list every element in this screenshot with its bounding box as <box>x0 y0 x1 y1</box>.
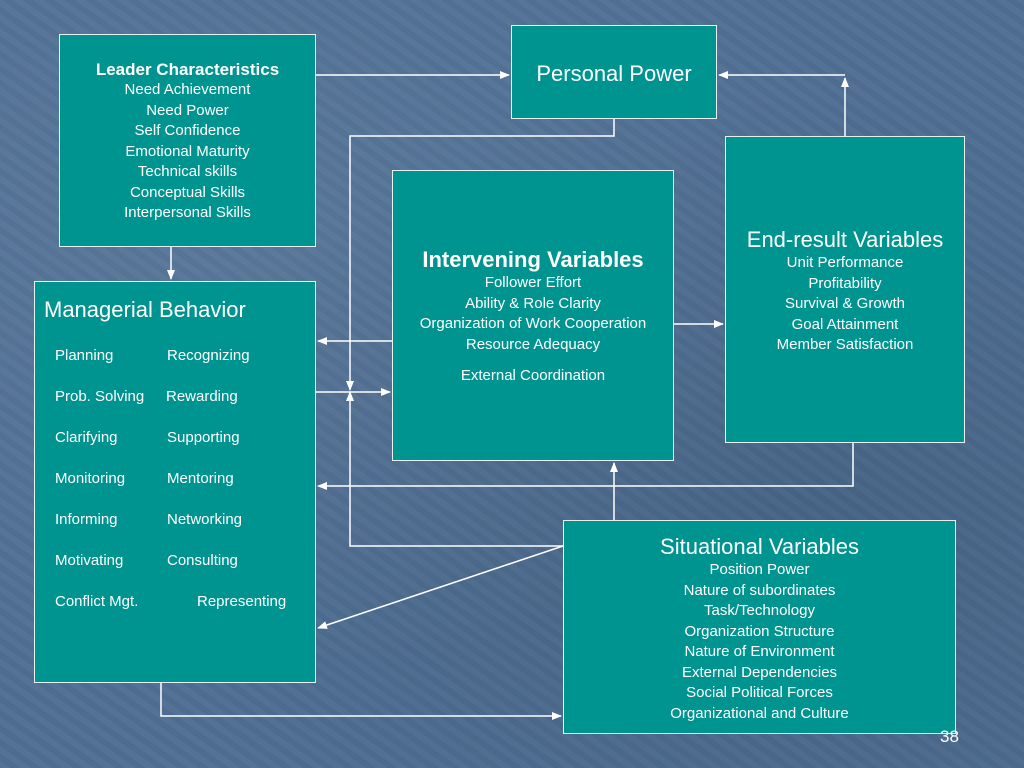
situational-variables-box: Situational Variables Position Power Nat… <box>563 520 956 734</box>
managerial-behavior-item: Motivating <box>55 552 124 569</box>
managerial-behavior-item: Prob. Solving <box>55 388 145 405</box>
arrow-situational-to-managerial-behavior <box>317 545 564 629</box>
situational-item: Nature of subordinates <box>683 581 836 599</box>
managerial-behavior-item: Networking <box>167 511 243 528</box>
managerial-behavior-item: Planning <box>55 347 114 364</box>
managerial-behavior-box: Managerial Behavior Planning Recognizing… <box>34 281 316 683</box>
intervening-item: Resource Adequacy <box>465 335 601 353</box>
arrow-managerial-to-situational <box>160 683 562 720</box>
managerial-behavior-item: Representing <box>197 593 287 610</box>
personal-power-title: Personal Power <box>536 61 692 86</box>
end-result-item: Survival & Growth <box>784 295 906 312</box>
leader-item: Self Confidence <box>134 122 241 139</box>
managerial-behavior-item: Recognizing <box>167 347 250 364</box>
end-result-item: Unit Performance <box>786 254 904 271</box>
end-result-item: Member Satisfaction <box>776 336 914 353</box>
situational-item: Social Political Forces <box>686 684 833 701</box>
managerial-behavior-item: Mentoring <box>167 470 234 487</box>
managerial-behavior-item: Monitoring <box>55 470 126 487</box>
managerial-behavior-item: Informing <box>55 511 118 528</box>
end-result-item: Profitability <box>808 274 882 292</box>
leader-item: Need Power <box>146 101 229 119</box>
situational-item: Organizational and Culture <box>670 704 849 722</box>
intervening-item: Ability & Role Clarity <box>465 294 601 312</box>
managerial-behavior-title: Managerial Behavior <box>44 297 246 322</box>
situational-item: Nature of Environment <box>684 643 835 660</box>
arrow-situational-to-managerial-path <box>346 391 563 547</box>
managerial-behavior-item: Consulting <box>167 552 238 569</box>
situational-item: External Dependencies <box>681 663 838 681</box>
leader-item: Technical skills <box>137 163 238 180</box>
intervening-variables-box: Intervening Variables Follower Effort Ab… <box>392 170 674 461</box>
situational-variables-title: Situational Variables <box>660 534 859 559</box>
page-number: 38 <box>940 727 959 746</box>
intervening-variables-title: Intervening Variables <box>422 247 644 272</box>
managerial-behavior-item: Conflict Mgt. <box>55 593 139 610</box>
leader-characteristics-title: Leader Characteristics <box>95 60 280 79</box>
managerial-behavior-item: Supporting <box>167 429 240 446</box>
situational-item: Position Power <box>709 561 810 578</box>
personal-power-box: Personal Power <box>511 25 717 119</box>
intervening-item-external-coordination: External Coordination <box>460 367 606 384</box>
situational-item: Organization Structure <box>684 622 835 640</box>
end-result-variables-title: End-result Variables <box>746 227 944 252</box>
leader-item: Interpersonal Skills <box>124 204 251 221</box>
situational-item: Task/Technology <box>704 602 815 619</box>
arrow-personal-power-to-managerial <box>346 119 615 391</box>
leader-characteristics-box: Leader Characteristics Need Achievement … <box>59 34 316 247</box>
end-result-variables-box: End-result Variables Unit Performance Pr… <box>725 136 965 443</box>
managerial-behavior-item: Clarifying <box>55 429 118 446</box>
leader-item: Conceptual Skills <box>129 183 246 201</box>
arrow-end-result-to-managerial <box>317 443 854 490</box>
intervening-item: Organization of Work Cooperation <box>419 315 647 332</box>
leader-item: Need Achievement <box>124 81 251 98</box>
intervening-item: Follower Effort <box>484 274 582 291</box>
end-result-item: Goal Attainment <box>791 315 899 333</box>
managerial-behavior-item: Rewarding <box>166 388 238 405</box>
leader-item: Emotional Maturity <box>125 142 250 160</box>
